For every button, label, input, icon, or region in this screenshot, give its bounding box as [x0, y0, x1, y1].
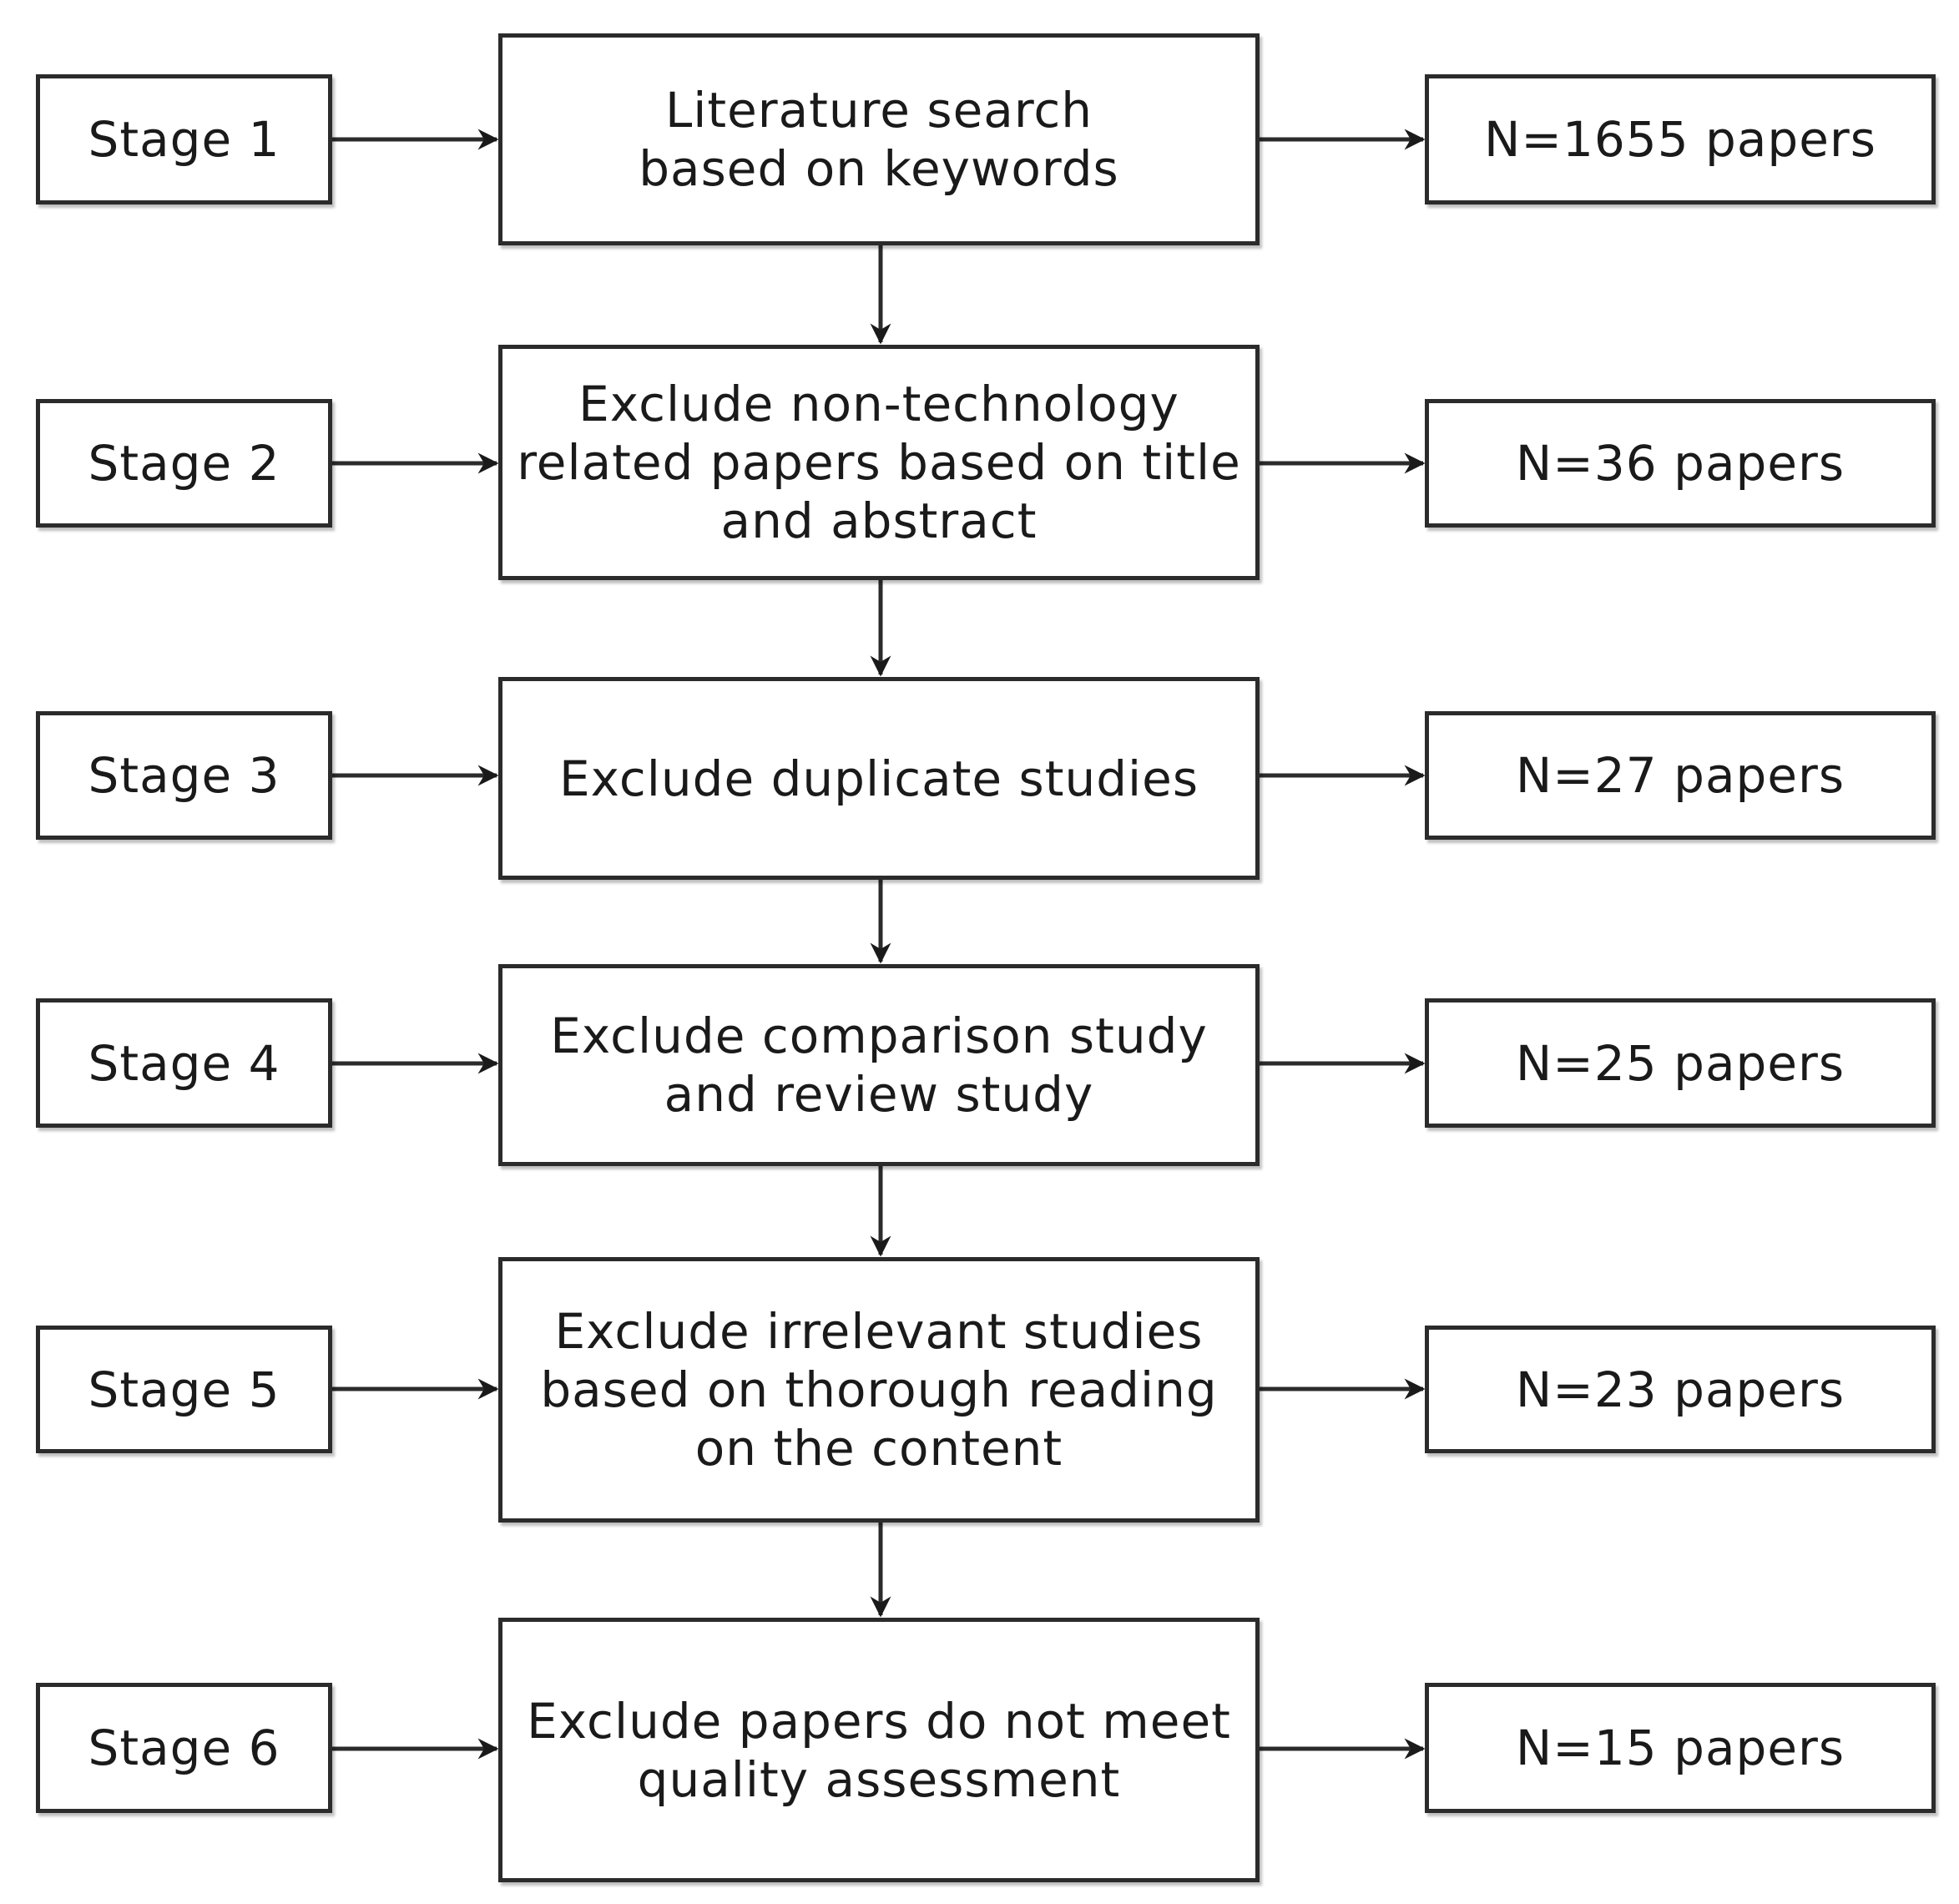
stage-3-box: Stage 3	[36, 711, 332, 840]
count-6-box: N=15 papers	[1425, 1683, 1936, 1813]
count-5-box: N=23 papers	[1425, 1326, 1936, 1453]
step-2-box: Exclude non-technology related papers ba…	[498, 345, 1260, 580]
stage-4-label: Stage 4	[88, 1034, 280, 1092]
count-1-box: N=1655 papers	[1425, 74, 1936, 205]
count-3-box: N=27 papers	[1425, 711, 1936, 840]
count-6-text: N=15 papers	[1515, 1720, 1845, 1776]
stage-5-box: Stage 5	[36, 1326, 332, 1453]
step-3-text: Exclude duplicate studies	[558, 750, 1199, 807]
count-4-text: N=25 papers	[1515, 1034, 1845, 1092]
count-4-box: N=25 papers	[1425, 998, 1936, 1128]
step-6-box: Exclude papers do not meet quality asses…	[498, 1618, 1260, 1882]
stage-1-label: Stage 1	[88, 111, 280, 168]
stage-5-label: Stage 5	[88, 1361, 280, 1418]
step-6-text: Exclude papers do not meet quality asses…	[527, 1692, 1231, 1808]
count-5-text: N=23 papers	[1515, 1361, 1845, 1418]
step-5-text: Exclude irrelevant studies based on thor…	[540, 1303, 1218, 1477]
step-4-text: Exclude comparison study and review stud…	[550, 1008, 1208, 1123]
stage-6-box: Stage 6	[36, 1683, 332, 1813]
step-3-box: Exclude duplicate studies	[498, 677, 1260, 880]
stage-2-label: Stage 2	[88, 435, 280, 492]
count-1-text: N=1655 papers	[1484, 111, 1876, 168]
step-4-box: Exclude comparison study and review stud…	[498, 964, 1260, 1166]
step-1-text: Literature search based on keywords	[639, 82, 1119, 197]
stage-4-box: Stage 4	[36, 998, 332, 1128]
stage-3-label: Stage 3	[88, 747, 280, 804]
stage-1-box: Stage 1	[36, 74, 332, 205]
step-2-text: Exclude non-technology related papers ba…	[517, 376, 1241, 549]
stage-6-label: Stage 6	[88, 1720, 280, 1776]
step-1-box: Literature search based on keywords	[498, 33, 1260, 245]
step-5-box: Exclude irrelevant studies based on thor…	[498, 1257, 1260, 1523]
count-3-text: N=27 papers	[1515, 747, 1845, 804]
stage-2-box: Stage 2	[36, 399, 332, 528]
count-2-box: N=36 papers	[1425, 399, 1936, 528]
count-2-text: N=36 papers	[1515, 435, 1845, 492]
